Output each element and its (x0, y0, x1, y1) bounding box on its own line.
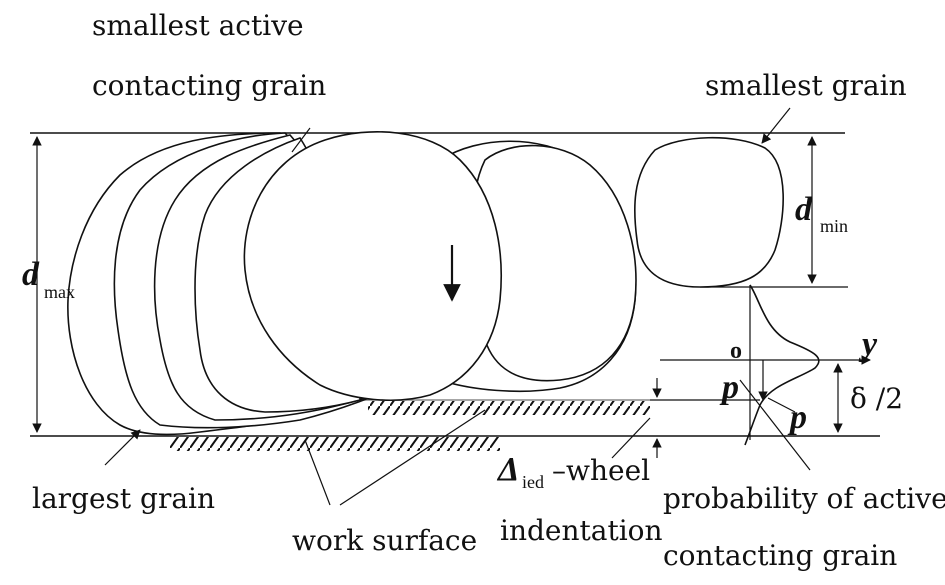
dmax-subscript: max (44, 282, 75, 302)
probability-curve (744, 284, 820, 446)
smallest-active-label-line2: contacting grain (92, 69, 326, 102)
dmax-symbol: d (22, 256, 40, 293)
work-surface-hatch-upper (368, 401, 650, 415)
leader-smallest-grain (761, 107, 791, 144)
indentation-label: indentation (500, 514, 663, 547)
dmin-symbol: d (795, 191, 813, 228)
half-delta-label: δ /2 (850, 382, 903, 415)
probability-label-line1: probability of active (663, 482, 945, 515)
leader-smallest-active (291, 127, 311, 153)
leader-work-surface-2 (339, 409, 486, 506)
work-surface-hatch-lower (170, 437, 500, 451)
smallest-grain-label: smallest grain (705, 69, 907, 102)
work-surface-label: work surface (292, 524, 477, 557)
p-left-label: p (719, 369, 739, 406)
probability-label-line2: contacting grain (663, 539, 897, 572)
leader-indentation (611, 417, 651, 459)
largest-grain-label: largest grain (32, 482, 215, 515)
leader-p-right (767, 397, 796, 413)
leader-work-surface-1 (304, 439, 331, 506)
delta-subscript: ied (522, 472, 544, 492)
p-right-label: p (787, 399, 807, 436)
delta-wheel-label: –wheel (552, 454, 650, 487)
smallest-active-label-line1: smallest active (92, 9, 304, 42)
smallest-grain (633, 136, 784, 288)
y-axis-label: y (858, 326, 878, 363)
delta-symbol: Δ (496, 451, 519, 488)
origin-label: o (730, 338, 742, 364)
leader-probability (739, 379, 811, 471)
smallest-active-grain (243, 131, 503, 401)
leader-largest-grain (104, 429, 141, 466)
dmin-subscript: min (820, 216, 848, 236)
